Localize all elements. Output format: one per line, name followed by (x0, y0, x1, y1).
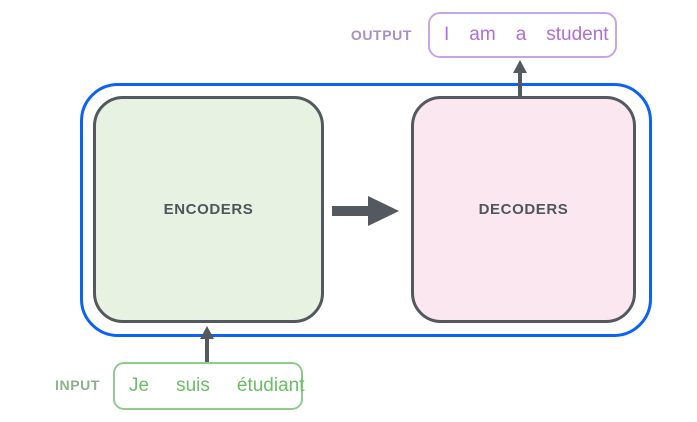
output-word: a (515, 24, 527, 45)
encoders-box: ENCODERS (93, 96, 324, 323)
output-sentence-box: I am a student (428, 12, 617, 58)
output-arrow-shaft (518, 71, 522, 97)
output-word: am (469, 24, 496, 45)
output-word: I (444, 24, 450, 45)
input-word: Je (129, 375, 150, 396)
input-arrow-up-icon (200, 326, 214, 339)
output-word: student (546, 24, 609, 45)
input-word: suis (176, 375, 210, 396)
encoder-to-decoder-arrow-shaft (332, 206, 370, 216)
output-label: OUTPUT (350, 27, 412, 43)
input-label: INPUT (55, 377, 100, 393)
encoder-to-decoder-arrow-icon (368, 196, 399, 226)
input-word: étudiant (236, 375, 305, 396)
decoders-box: DECODERS (411, 96, 636, 323)
decoders-label: DECODERS (478, 201, 569, 218)
input-arrow-shaft (205, 337, 209, 362)
input-sentence-box: Je suis étudiant (113, 362, 305, 410)
encoders-label: ENCODERS (163, 201, 254, 218)
output-arrow-up-icon (513, 60, 527, 73)
